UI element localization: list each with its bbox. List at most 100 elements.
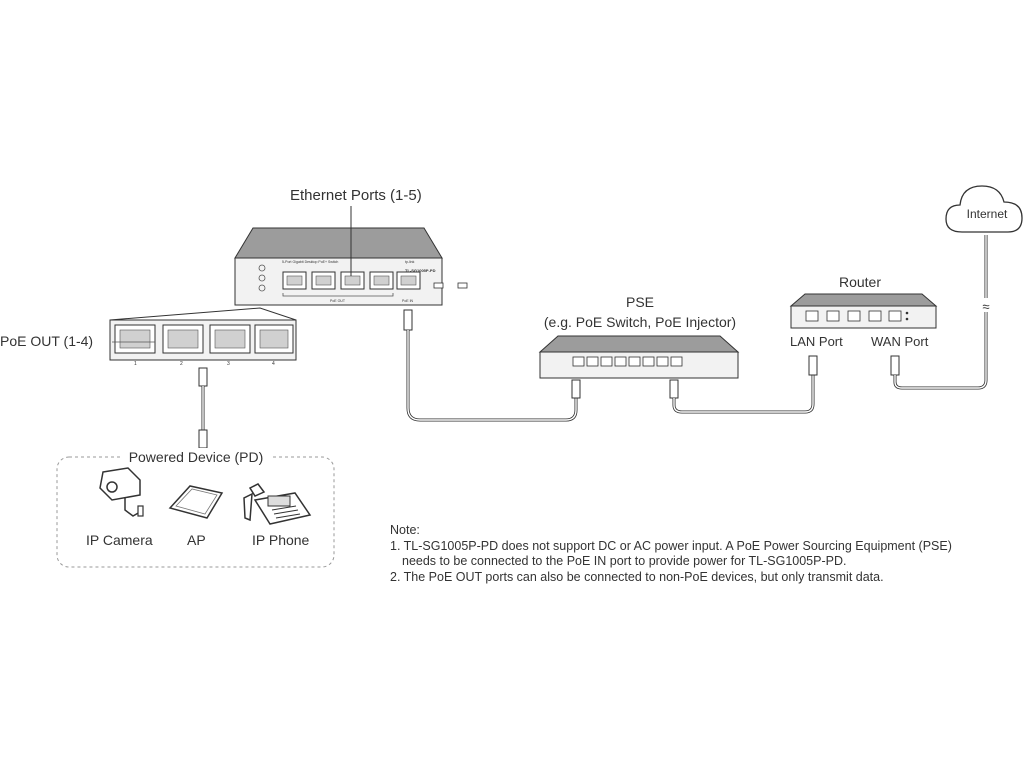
router-lan-port [826,310,840,322]
pse-port [586,356,599,367]
router-device [789,293,938,329]
phone-handset [248,483,266,497]
port-socket [373,275,390,286]
pse-port [600,356,613,367]
switch-top [234,227,443,259]
pse-port [670,356,683,367]
camera-body [99,467,141,501]
router-label: Router [839,274,881,290]
pse-subtitle: (e.g. PoE Switch, PoE Injector) [544,314,736,330]
cable-break [979,298,993,312]
note-block: Note: 1. TL-SG1005P-PD does not support … [390,523,1010,585]
ip-camera-icon [99,467,144,517]
camera-mount [124,498,141,517]
rj45-plug [890,355,900,376]
mode-switch [457,282,468,289]
label-backdrop [122,448,270,466]
pse-label: PSE [626,294,654,310]
rj45-plug [403,309,413,331]
phone-screen [267,495,291,507]
cable-inner [407,330,577,421]
led-indicator [258,264,266,272]
pse-port [572,356,585,367]
port-number: 1 [134,361,137,367]
ap-label: AP [187,532,206,548]
pse-port [614,356,627,367]
internet-cloud-icon [945,185,1023,233]
router-ports [805,310,902,322]
pse-port [628,356,641,367]
poe-out-label: PoE OUT (1-4) [0,333,93,349]
camera-base [137,505,144,517]
rj45-plug [198,429,208,449]
brand-logo: tp-link [405,260,415,264]
poe-out-zoom: 1 2 3 4 [109,307,297,367]
port-socket [286,275,303,286]
router-wan-port [888,310,902,322]
port-socket [214,329,246,349]
switch-ports [282,271,421,290]
lan-port-label: LAN Port [790,334,843,349]
cloud-outline [945,185,1023,233]
lan-cable [669,355,818,414]
port-socket [167,329,199,349]
cable-break-mark: ≈ [982,299,989,314]
note-line-1: 1. TL-SG1005P-PD does not support DC or … [390,538,952,553]
router-lan-port [847,310,861,322]
led-indicator [258,274,266,282]
pse-switch [538,335,740,379]
camera-lens [106,481,118,493]
port-socket [315,275,332,286]
cable-inner [894,235,987,389]
ip-phone-icon [243,483,312,525]
pd-cable [198,367,208,449]
panel-text: 5-Port Gigabit Desktop PoE+ Switch [282,260,338,264]
router-lan-port [868,310,882,322]
phone-handset-body [243,492,253,522]
poe-out-group-label: PoE OUT [330,299,346,303]
router-led [905,317,909,321]
wan-port-label: WAN Port [871,334,929,349]
mode-switch [433,282,444,289]
pse-port [656,356,669,367]
zoom-ports [114,324,294,354]
port-socket [344,275,361,286]
router-top [789,293,938,307]
powered-device-label: Powered Device (PD) [129,449,264,465]
note-line-2: 2. The PoE OUT ports can also be connect… [390,569,884,584]
rj45-plug [669,379,679,399]
ethernet-ports-label: Ethernet Ports (1-5) [290,187,422,204]
port-socket [400,275,417,286]
port-socket [119,329,151,349]
phone-keypad [271,505,301,519]
model-label: TL-SG1005P-PD [405,268,436,273]
port-number: 2 [180,361,183,367]
cable-inner [673,375,814,413]
cable [672,375,815,414]
rj45-plug [198,367,208,387]
poe-out-bracket [282,293,394,297]
ip-camera-label: IP Camera [86,532,153,548]
note-line-1-continued: needs to be connected to the PoE IN port… [402,554,847,568]
note-heading: Note: [390,523,420,537]
port-socket [259,329,289,349]
rj45-plug [808,355,818,376]
ip-phone-label: IP Phone [252,532,310,548]
ap-body [168,485,224,519]
wan-cable [890,235,993,390]
rj45-plug [571,379,581,399]
poe-in-port-label: PoE IN [402,299,414,303]
switch-device: 5-Port Gigabit Desktop PoE+ Switch tp-li… [234,206,468,306]
port-number: 3 [227,361,230,367]
zoom-connector [109,307,297,321]
pse-port [642,356,655,367]
led-indicator [258,284,266,292]
port-number: 4 [272,361,275,367]
poe-in-cable [403,309,581,422]
access-point-icon [168,485,224,519]
internet-label: Internet [967,207,1008,221]
pse-ports [572,356,683,367]
router-led [905,311,909,315]
router-lan-port [805,310,819,322]
